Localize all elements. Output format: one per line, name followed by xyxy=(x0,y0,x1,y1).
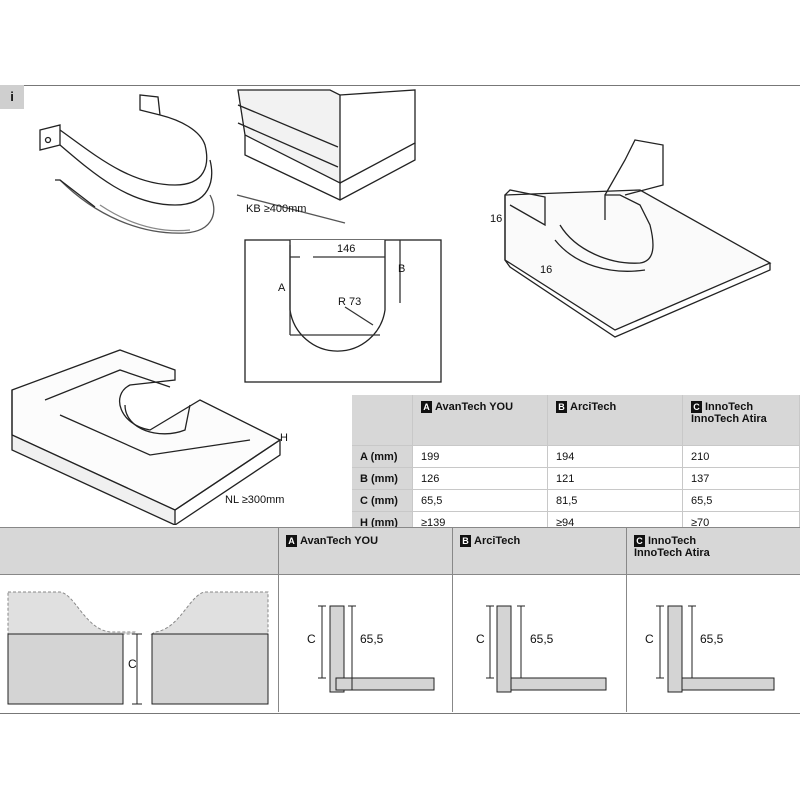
dimension-16-bottom: 16 xyxy=(540,264,553,276)
divider xyxy=(452,527,453,712)
drawer-illustration xyxy=(11,349,282,525)
table-row: C (mm) 65,5 81,5 65,5 xyxy=(352,489,800,512)
section-c-label-left: C xyxy=(128,657,137,671)
dimension-b: B xyxy=(398,263,406,275)
section-value-c: 65,5 xyxy=(700,632,724,646)
u-profile-illustration xyxy=(39,94,215,234)
iso-plate-illustration xyxy=(504,139,772,338)
section-drawings xyxy=(7,591,775,705)
section-c-label-c: C xyxy=(645,632,654,646)
dimension-radius: R 73 xyxy=(338,296,362,308)
divider xyxy=(278,527,279,712)
dimension-a: A xyxy=(278,282,286,294)
info-icon: i xyxy=(0,85,24,109)
cabinet-illustration xyxy=(236,89,416,224)
top-illustrations xyxy=(11,89,772,525)
drawing-sheet xyxy=(0,85,800,714)
section-c-label-a: C xyxy=(307,632,316,646)
table-corner xyxy=(352,395,413,446)
bottom-header-band xyxy=(0,527,800,575)
kb-dimension-label: KB ≥400mm xyxy=(246,203,307,215)
table-row: A (mm) 199 194 210 xyxy=(352,445,800,468)
section-value-b: 65,5 xyxy=(530,632,554,646)
section-c-label-b: C xyxy=(476,632,485,646)
drawer-height-label: H xyxy=(280,432,288,444)
dimension-146: 146 xyxy=(337,243,356,255)
divider xyxy=(626,527,627,712)
section-value-a: 65,5 xyxy=(360,632,384,646)
nl-dimension-label: NL ≥300mm xyxy=(225,494,285,506)
dimension-16-side: 16 xyxy=(490,213,503,225)
table-row: B (mm) 126 121 137 xyxy=(352,467,800,490)
plan-drawing xyxy=(244,239,442,383)
